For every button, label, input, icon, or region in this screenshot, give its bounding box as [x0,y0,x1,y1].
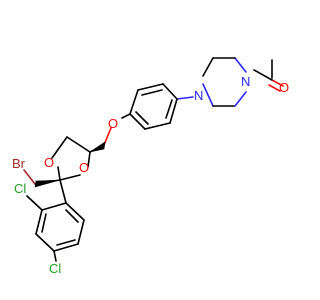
atom-nitrogen-acyl: N [241,74,250,89]
stereo-layer [34,141,106,188]
bond-aryl-inner-2 [56,239,76,246]
atom-bromine: Br [12,156,26,171]
bond-aryl-inner-1 [41,213,47,233]
bond-piperazine-4 [202,83,214,107]
bond-phenylene-6 [169,98,178,124]
bond-dioxolane-c5-o [51,136,68,159]
chemical-structure-diagram: O N N O O O Br Cl Cl [12,57,289,276]
atom-chlorine-para: Cl [49,261,61,276]
bond-phenylene-5 [144,122,171,130]
bond-phenylene-4 [129,113,146,130]
atom-oxygen-carbonyl: O [279,80,289,95]
bond-dioxolane-o-c2 [57,166,61,181]
atom-nitrogen-aryl: N [194,88,203,103]
bond-carbonyl-nitrogen [253,69,273,81]
bond-phenylene-3 [129,89,139,115]
bond-piperazine-1 [234,57,247,73]
bond-aryl-1 [41,202,67,211]
atom-chlorine-ortho: Cl [14,181,26,196]
bond-phenylene-inner-3 [165,99,173,119]
bond-aryl-5 [77,219,85,245]
atom-oxygen-ether: O [108,116,118,131]
bond-aryl-4 [53,243,79,252]
bond-phenylene-inner-2 [135,111,149,125]
bond-aryl-3 [35,233,55,252]
bond-aryl-2 [35,209,43,235]
bond-dioxolane-c4-c5 [66,136,91,153]
bond-carbonyl-double-2 [268,84,281,92]
bond-piperazine-3 [202,57,214,77]
bond-phenylene-inner-1 [141,89,163,96]
bond-nitrogen-phenyl [176,96,194,100]
bond-phenylene-oxygen [121,113,131,119]
bond-aryl-inner-3 [65,209,79,223]
bond-piperazine-6 [234,91,247,107]
bond-phenylene-2 [137,83,164,91]
bond-aryl-6 [65,202,85,221]
atom-oxygen-dioxolane-left: O [44,155,54,170]
bond-dioxolane-c2-o [59,174,81,181]
stereo-wedge-c2 [34,179,61,188]
bond-aryl-chlorine-ortho [26,195,43,211]
bond-c2-aryl [59,179,67,204]
atom-oxygen-dioxolane-right: O [79,160,89,175]
bond-carbonyl-double-1 [271,79,284,87]
bond-aryl-chlorine-para [53,250,57,262]
bond-carbon-bromine [23,169,36,185]
stereo-wedge-c4 [89,141,106,153]
bond-phenylene-1 [162,83,178,100]
bond-dioxolane-o-c4 [87,151,91,168]
atom-label-layer: O N N O O O Br Cl Cl [12,74,289,276]
